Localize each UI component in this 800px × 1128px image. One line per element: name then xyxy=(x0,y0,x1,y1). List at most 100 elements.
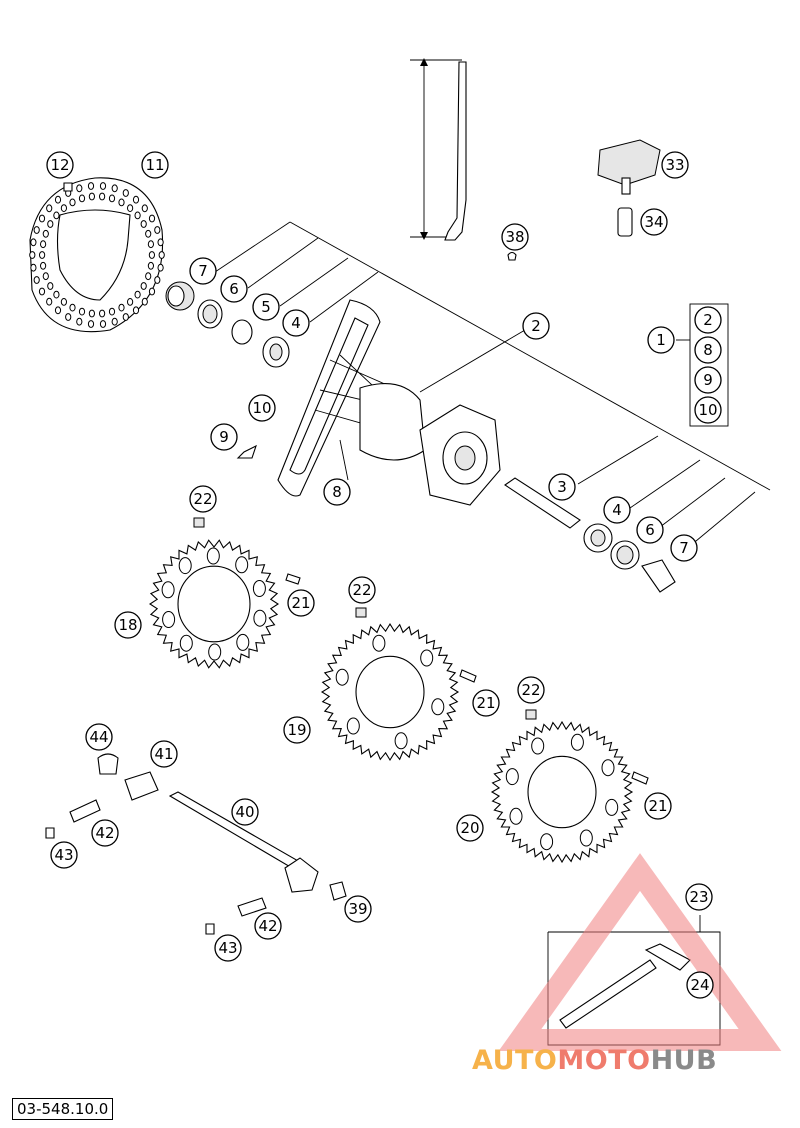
left-bearing-parts xyxy=(165,281,290,368)
callout-38: 38 xyxy=(501,223,529,251)
callout-41: 41 xyxy=(150,740,178,768)
callout-number: 8 xyxy=(703,341,713,359)
small-bolts xyxy=(63,182,257,459)
callout-number: 38 xyxy=(505,228,524,246)
callout-number: 39 xyxy=(348,900,367,918)
callout-number: 7 xyxy=(679,539,689,557)
callout-22: 22 xyxy=(189,485,217,513)
callout-number: 9 xyxy=(219,428,229,446)
callout-22: 22 xyxy=(517,676,545,704)
callout-number: 33 xyxy=(665,156,684,174)
callout-number: 1 xyxy=(656,331,666,349)
callout-number: 22 xyxy=(521,681,540,699)
callout-2: 2 xyxy=(694,306,722,334)
callout-43: 43 xyxy=(50,841,78,869)
document-number: 03-548.10.0 xyxy=(12,1098,114,1120)
callout-number: 12 xyxy=(50,156,69,174)
callout-number: 18 xyxy=(118,616,137,634)
callout-43: 43 xyxy=(214,934,242,962)
callout-42: 42 xyxy=(91,819,119,847)
callout-number: 10 xyxy=(252,399,271,417)
callout-5: 5 xyxy=(252,293,280,321)
callout-2: 2 xyxy=(522,312,550,340)
watermark-logo xyxy=(498,853,782,1051)
callout-21: 21 xyxy=(472,689,500,717)
spoke-part xyxy=(410,58,467,241)
callout-number: 20 xyxy=(460,819,479,837)
callout-number: 44 xyxy=(89,728,108,746)
callout-22: 22 xyxy=(348,576,376,604)
brand-auto: AUTO xyxy=(472,1045,558,1076)
callout-24: 24 xyxy=(686,971,714,999)
brake-disc xyxy=(29,177,165,333)
callout-6: 6 xyxy=(220,275,248,303)
callout-3: 3 xyxy=(548,473,576,501)
callout-18: 18 xyxy=(114,611,142,639)
callout-8: 8 xyxy=(694,336,722,364)
brand-hub: HUB xyxy=(650,1045,718,1076)
callout-number: 42 xyxy=(95,824,114,842)
callout-number: 21 xyxy=(476,694,495,712)
callout-23: 23 xyxy=(685,883,713,911)
callout-4: 4 xyxy=(603,496,631,524)
callout-number: 19 xyxy=(287,721,306,739)
callout-number: 40 xyxy=(235,803,254,821)
callout-19: 19 xyxy=(283,716,311,744)
watermark-brand-text: AUTOMOTOHUB xyxy=(472,1045,717,1076)
callout-34: 34 xyxy=(640,208,668,236)
callout-4: 4 xyxy=(282,309,310,337)
callout-39: 39 xyxy=(344,895,372,923)
callout-number: 21 xyxy=(291,594,310,612)
sprocket-18 xyxy=(148,539,280,669)
right-bearing-parts xyxy=(504,477,676,593)
callout-1: 1 xyxy=(647,326,675,354)
callout-12: 12 xyxy=(46,151,74,179)
callout-number: 42 xyxy=(258,917,277,935)
callout-number: 6 xyxy=(645,521,655,539)
callout-21: 21 xyxy=(644,792,672,820)
sprocket-20 xyxy=(490,720,634,864)
callout-number: 43 xyxy=(218,939,237,957)
callout-number: 21 xyxy=(648,797,667,815)
callout-number: 10 xyxy=(698,401,717,419)
rear-wheel xyxy=(277,299,501,506)
callout-number: 22 xyxy=(352,581,371,599)
callout-number: 11 xyxy=(145,156,164,174)
brand-moto: MOTO xyxy=(557,1045,651,1076)
valve-cap-part xyxy=(507,139,661,261)
callout-44: 44 xyxy=(85,723,113,751)
callout-number: 43 xyxy=(54,846,73,864)
callout-number: 24 xyxy=(690,976,709,994)
callout-42: 42 xyxy=(254,912,282,940)
callout-number: 4 xyxy=(291,314,301,332)
callout-21: 21 xyxy=(287,589,315,617)
callout-number: 34 xyxy=(644,213,663,231)
callout-number: 41 xyxy=(154,745,173,763)
callout-number: 23 xyxy=(689,888,708,906)
callout-33: 33 xyxy=(661,151,689,179)
callout-number: 8 xyxy=(332,483,342,501)
callout-7: 7 xyxy=(670,534,698,562)
callout-group-box xyxy=(689,303,729,427)
callout-11: 11 xyxy=(141,151,169,179)
sprocket-bolts-nuts xyxy=(193,517,649,785)
callout-9: 9 xyxy=(210,423,238,451)
callout-number: 3 xyxy=(557,478,567,496)
axle-parts xyxy=(45,753,347,935)
leader-lines-upper xyxy=(214,221,771,547)
callout-9: 9 xyxy=(694,366,722,394)
callout-6: 6 xyxy=(636,516,664,544)
callout-7: 7 xyxy=(189,257,217,285)
callout-10: 10 xyxy=(248,394,276,422)
callout-number: 4 xyxy=(612,501,622,519)
callout-number: 2 xyxy=(703,311,713,329)
sprocket-19 xyxy=(320,622,460,762)
callout-10: 10 xyxy=(694,396,722,424)
callout-number: 5 xyxy=(261,298,271,316)
callout-number: 22 xyxy=(193,490,212,508)
callout-20: 20 xyxy=(456,814,484,842)
callout-number: 9 xyxy=(703,371,713,389)
